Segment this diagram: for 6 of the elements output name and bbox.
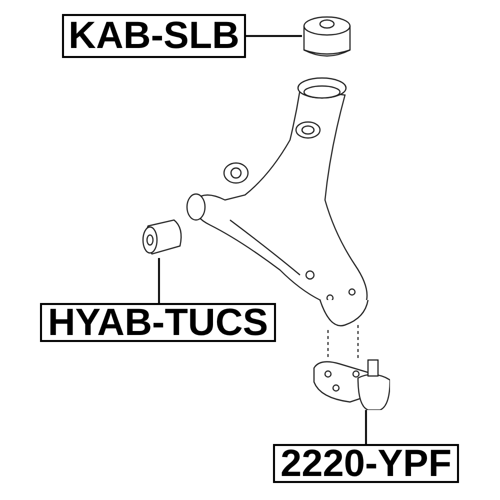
part-number-label: HYAB-TUCS: [40, 303, 276, 342]
part-number-label: 2220-YPF: [273, 444, 459, 483]
part-number-label: KAB-SLB: [62, 14, 246, 58]
leader-line: [158, 258, 160, 303]
leader-line: [246, 35, 302, 37]
leader-line: [365, 410, 367, 444]
